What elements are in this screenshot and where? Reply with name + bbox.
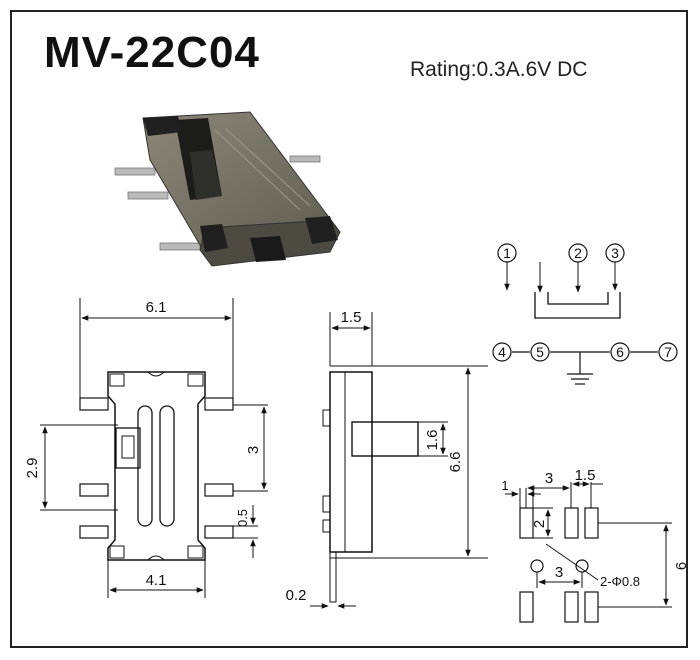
dim-actuator-height: 1.6 — [424, 430, 441, 451]
schematic-drawing — [492, 243, 678, 385]
pin-label-5: 5 — [536, 344, 544, 360]
top-view-drawing — [40, 298, 268, 598]
pin-label-6: 6 — [616, 344, 624, 360]
dim-pad-height: 2 — [531, 520, 548, 528]
dim-hole-spacing: 3 — [555, 564, 563, 581]
pin-label-7: 7 — [664, 344, 672, 360]
dim-pin-width: 0.5 — [235, 509, 250, 527]
dim-overall-width: 6.1 — [146, 299, 167, 316]
sheet-border — [10, 10, 688, 648]
pin-label-1: 1 — [503, 245, 511, 261]
product-photo — [114, 111, 341, 267]
dim-body-height: 6.6 — [447, 452, 464, 473]
pin-label-2: 2 — [574, 245, 582, 261]
dim-overall-height: 6 — [673, 562, 690, 570]
model-number: MV-22C04 — [44, 28, 260, 77]
dim-pad-width: 1.5 — [575, 467, 596, 484]
dim-body-width: 4.1 — [146, 572, 167, 589]
pin-label-4: 4 — [498, 344, 506, 360]
footprint-drawing — [505, 481, 672, 623]
rating-label: Rating:0.3A.6V DC — [410, 58, 588, 81]
dim-side-offset: 1.5 — [341, 309, 362, 326]
dim-pad-pitch: 3 — [545, 470, 553, 487]
dim-pin-span: 3 — [245, 446, 262, 454]
hole-spec-label: 2-Φ0.8 — [600, 574, 640, 589]
pin-label-3: 3 — [611, 245, 619, 261]
dim-pad-offset: 1 — [501, 478, 508, 493]
dim-lead-thickness: 0.2 — [286, 587, 307, 604]
dim-pin-pitch: 2.9 — [24, 458, 41, 479]
side-view-drawing — [310, 312, 488, 609]
